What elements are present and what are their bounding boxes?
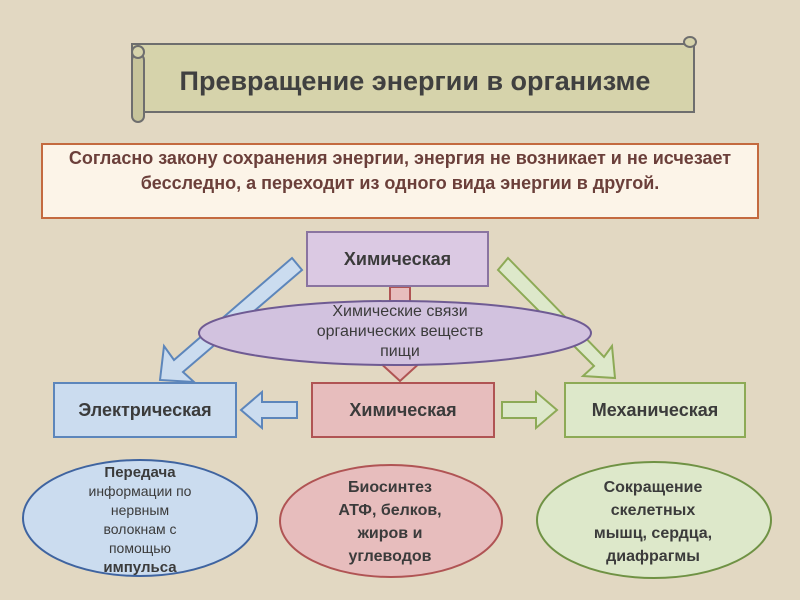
bonds-line-1: Химические связи bbox=[332, 303, 468, 320]
bio-line-3: жиров и bbox=[357, 525, 423, 542]
muscle-line-2: скелетных bbox=[610, 502, 696, 519]
box-electric: Электрическая bbox=[53, 382, 237, 438]
title-scroll bbox=[131, 36, 697, 123]
page-title: Превращение энергии в организме bbox=[179, 65, 651, 96]
muscle-ellipse bbox=[536, 461, 772, 579]
nerve-line-3: нервным bbox=[110, 502, 170, 518]
muscle-line-1: Сокращение bbox=[603, 479, 703, 496]
box-chemical-middle: Химическая bbox=[311, 382, 495, 438]
nerve-line-2: информации по bbox=[88, 483, 192, 499]
box-chemical-top: Химическая bbox=[306, 231, 489, 287]
bonds-ellipse-text: Химические связи органических веществ пи… bbox=[240, 298, 560, 366]
bonds-line-3: пищи bbox=[380, 343, 420, 360]
muscle-ellipse-text: Сокращение скелетных мышц, сердца, диафр… bbox=[548, 470, 758, 574]
nerve-line-5: помощью bbox=[108, 540, 172, 556]
nerve-ellipse bbox=[22, 459, 258, 577]
muscle-line-4: диафрагмы bbox=[606, 548, 700, 565]
nerve-line-6: импульса bbox=[103, 559, 177, 576]
nerve-ellipse-text: Передача информации по нервным волокнам … bbox=[40, 455, 240, 585]
bonds-ellipse bbox=[198, 300, 592, 366]
nerve-line-4: волокнам с bbox=[103, 521, 177, 537]
muscle-line-3: мышц, сердца, bbox=[593, 525, 713, 542]
bio-line-4: углеводов bbox=[348, 548, 432, 565]
arrow-to-electric-left bbox=[239, 389, 298, 431]
law-text-box: Согласно закону сохранения энергии, энер… bbox=[41, 143, 759, 219]
bio-line-1: Биосинтез bbox=[348, 479, 432, 496]
nerve-line-1: Передача bbox=[104, 464, 176, 481]
box-mechanical: Механическая bbox=[564, 382, 746, 438]
biosynthesis-ellipse bbox=[279, 464, 503, 578]
bio-line-2: АТФ, белков, bbox=[338, 502, 442, 519]
arrow-to-mechanical-right bbox=[501, 389, 559, 431]
biosynthesis-ellipse-text: Биосинтез АТФ, белков, жиров и углеводов bbox=[290, 470, 490, 574]
bonds-line-2: органических веществ bbox=[316, 323, 484, 340]
